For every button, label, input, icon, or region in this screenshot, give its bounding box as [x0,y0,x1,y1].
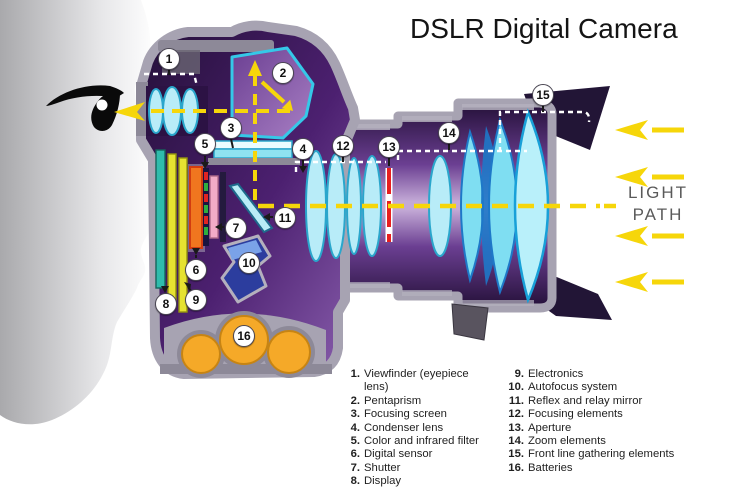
legend-item-number: 1. [350,368,360,380]
legend-item-label: Focusing screen [364,408,447,421]
part-marker-8: 8 [155,293,177,315]
legend-item-label: Front line gathering elements [528,448,675,461]
light-path-arrows [615,120,684,292]
legend-item: 2. Pentaprism [342,395,492,408]
zoom-switch [451,303,489,341]
legend-item-label: Color and infrared filter [364,435,479,448]
legend-item-number: 6. [350,448,360,461]
legend-item: 9. Electronics [506,368,694,381]
part-marker-2: 2 [272,62,294,84]
legend-item-number: 8. [350,475,360,488]
legend-column-2: 9. Electronics 10. Autofocus system 11. Refle… [506,368,694,489]
legend-item: 11. Reflex and relay mirror [506,395,694,408]
part-marker-15: 15 [532,84,554,106]
legend-item-label: Display [364,475,402,488]
legend-item-number: 4. [350,421,360,434]
legend-column-1: 1. Viewfinder (eyepiece lens) 2. Pentaprism… [342,368,492,489]
legend-item-number: 11. [508,394,524,407]
legend-item: 16. Batteries [506,462,694,475]
legend-item-number: 13. [508,421,524,434]
legend-item-label: Zoom elements [528,435,606,448]
light-path-label-line1: LIGHT [627,183,689,202]
part-marker-16: 16 [233,325,255,347]
legend-item-label: Pentaprism [364,394,422,407]
legend-item: 14. Zoom elements [506,435,694,448]
legend-item-number: 5. [350,435,360,448]
color-infrared-filter [203,168,209,246]
legend-item-number: 16. [508,461,524,474]
part-marker-7: 7 [225,217,247,239]
legend-item-label: Autofocus system [528,381,618,394]
part-marker-11: 11 [274,207,296,229]
legend-item: 8. Display [342,475,492,488]
parts-legend: 1. Viewfinder (eyepiece lens) 2. Pentaprism… [342,368,694,489]
part-marker-14: 14 [438,122,460,144]
part-marker-4: 4 [292,138,314,160]
shutter [209,172,226,242]
light-path-label-line2: PATH [632,205,684,224]
legend-item: 3. Focusing screen [342,408,492,421]
legend-item: 5. Color and infrared filter [342,435,492,448]
digital-sensor [188,164,205,252]
part-marker-10: 10 [238,252,260,274]
part-marker-6: 6 [185,259,207,281]
legend-item: 1. Viewfinder (eyepiece lens) [342,368,492,395]
legend-item: 13. Aperture [506,422,694,435]
legend-item-label: Shutter [364,461,401,474]
part-marker-12: 12 [332,135,354,157]
legend-item: 4. Condenser lens [342,422,492,435]
display-panel [155,149,166,289]
legend-item: 15. Front line gathering elements [506,448,694,461]
part-marker-13: 13 [378,136,400,158]
legend-item-label: Batteries [528,461,573,474]
part-marker-9: 9 [185,289,207,311]
legend-item-number: 15. [508,448,524,461]
legend-item-label: Focusing elements [528,408,623,421]
batteries [177,311,315,378]
legend-item-number: 2. [350,394,360,407]
reflex-mirror [228,182,274,234]
part-marker-1: 1 [158,48,180,70]
legend-item: 12. Focusing elements [506,408,694,421]
legend-item-number: 7. [350,461,360,474]
legend-item: 10. Autofocus system [506,381,694,394]
legend-item-number: 10. [508,381,524,394]
legend-item-label: Electronics [528,368,584,380]
legend-item-number: 12. [508,408,524,421]
legend-item-label: Viewfinder (eyepiece lens) [364,368,469,394]
legend-item-label: Condenser lens [364,421,444,434]
legend-item-number: 3. [350,408,360,421]
page-title: DSLR Digital Camera [410,13,678,44]
marker-leaders [161,70,544,295]
face-silhouette [0,0,157,425]
light-path-lines [114,60,616,209]
eye-icon [46,85,124,131]
legend-item-number: 14. [508,435,524,448]
legend-item-number: 9. [514,368,524,380]
part-marker-5: 5 [194,133,216,155]
light-path-label: LIGHT PATH [616,182,700,226]
legend-item-label: Digital sensor [364,448,433,461]
legend-item: 6. Digital sensor [342,448,492,461]
legend-item-label: Aperture [528,421,572,434]
part-marker-3: 3 [220,117,242,139]
legend-item-label: Reflex and relay mirror [528,394,643,407]
legend-item: 7. Shutter [342,462,492,475]
